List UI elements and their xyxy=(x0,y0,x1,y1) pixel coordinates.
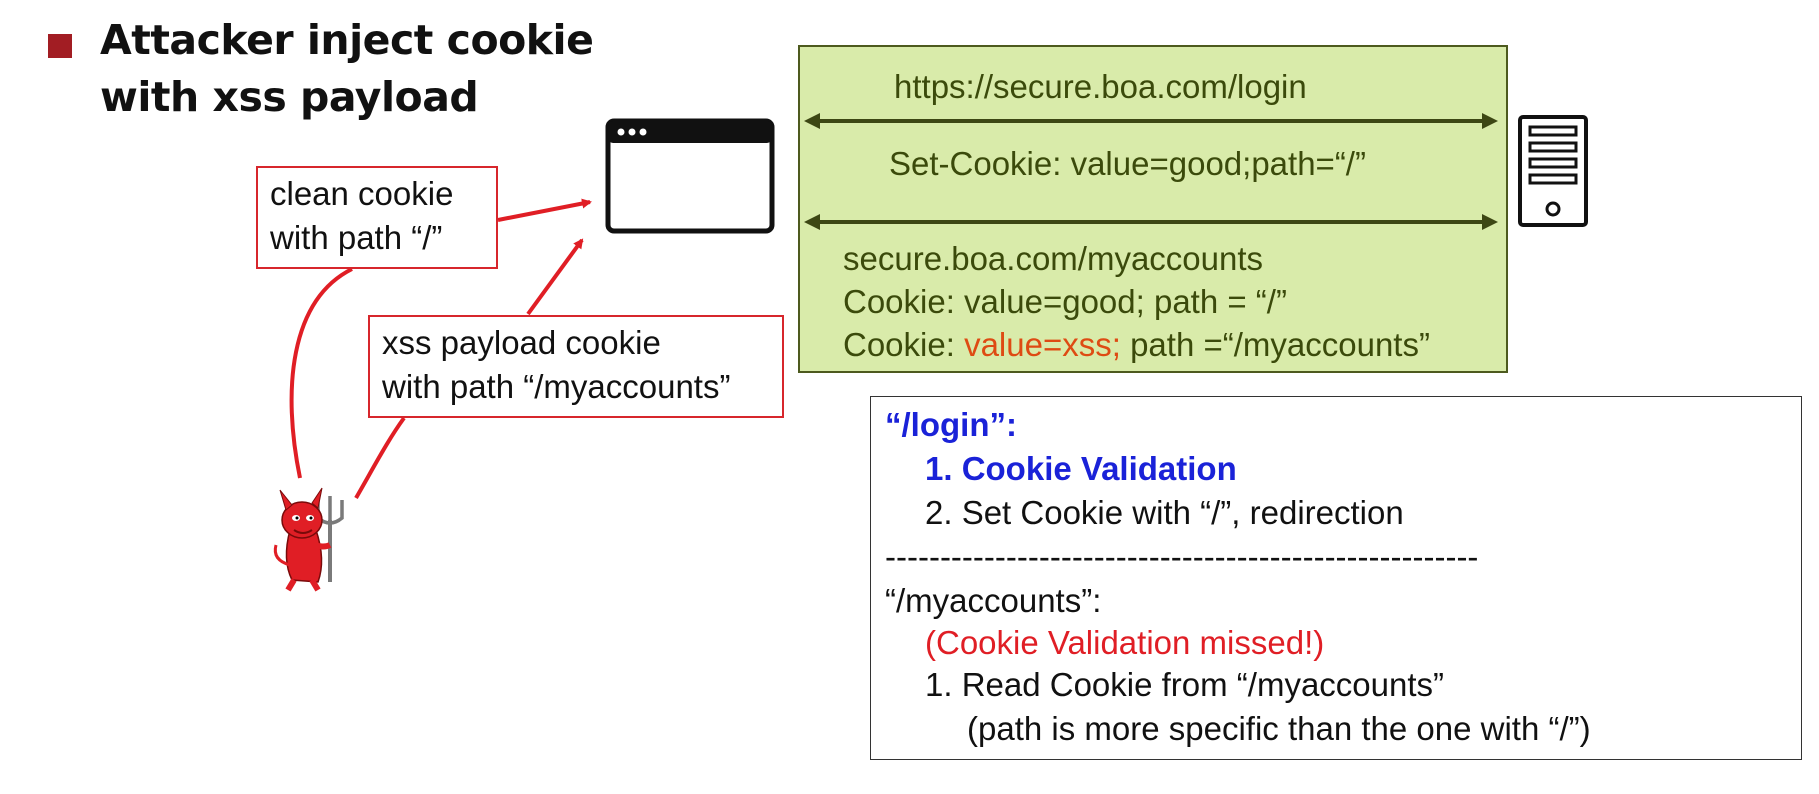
read-cookie-step: 1. Read Cookie from “/myaccounts” xyxy=(925,666,1445,703)
xss-cookie-line-2: with path “/myaccounts” xyxy=(382,368,731,405)
xss-cookie-callout: xss payload cookie with path “/myaccount… xyxy=(368,315,784,418)
heading-line-1: Attacker inject cookie xyxy=(100,16,594,64)
http-exchange-panel: https://secure.boa.com/login Set-Cookie:… xyxy=(798,45,1508,373)
attacker-to-xss-curve xyxy=(354,416,406,499)
request-url: https://secure.boa.com/login xyxy=(894,68,1307,105)
server-logic-panel: “/login”: 1. Cookie Validation 2. Set Co… xyxy=(870,396,1802,760)
heading-line-2: with xss payload xyxy=(100,73,479,121)
login-step-validation: 1. Cookie Validation xyxy=(925,450,1237,487)
myaccounts-route-label: “/myaccounts”: xyxy=(885,582,1102,619)
path-specificity-note: (path is more specific than the one with… xyxy=(967,710,1591,747)
login-step-set-cookie: 2. Set Cookie with “/”, redirection xyxy=(925,494,1404,531)
login-route-label: “/login”: xyxy=(885,406,1017,443)
exchange-arrows xyxy=(804,113,1498,230)
clean-cookie-line-2: with path “/” xyxy=(270,219,443,256)
heading-bullet xyxy=(48,34,72,58)
attacker-to-clean-curve xyxy=(289,267,353,479)
cookie-good-header: Cookie: value=good; path = “/” xyxy=(843,283,1287,320)
clean-cookie-arrow xyxy=(497,198,592,222)
xss-cookie-line-1: xss payload cookie xyxy=(382,324,661,361)
double-arrow-set-cookie xyxy=(804,214,1498,230)
myaccounts-request: secure.boa.com/myaccounts xyxy=(843,240,1264,277)
set-cookie-header: Set-Cookie: value=good;path=“/” xyxy=(889,145,1366,182)
cookie-xss-prefix: Cookie: xyxy=(843,326,965,363)
server-tower-icon xyxy=(1518,115,1588,227)
double-arrow-login xyxy=(804,113,1498,129)
xss-cookie-arrow xyxy=(526,238,584,316)
browser-window-icon xyxy=(605,118,775,234)
validation-missed-note: (Cookie Validation missed!) xyxy=(925,624,1325,661)
devil-attacker-icon xyxy=(273,487,344,592)
cookie-xss-value: value=xss; xyxy=(964,326,1121,363)
cookie-xss-suffix: path =“/myaccounts” xyxy=(1120,326,1430,363)
section-divider: ----------------------------------------… xyxy=(885,538,1479,575)
clean-cookie-callout: clean cookie with path “/” xyxy=(256,166,498,269)
cookie-xss-header: Cookie: value=xss; path =“/myaccounts” xyxy=(843,325,1430,365)
clean-cookie-line-1: clean cookie xyxy=(270,175,454,212)
slide-heading: Attacker inject cookie with xss payload xyxy=(100,12,640,126)
